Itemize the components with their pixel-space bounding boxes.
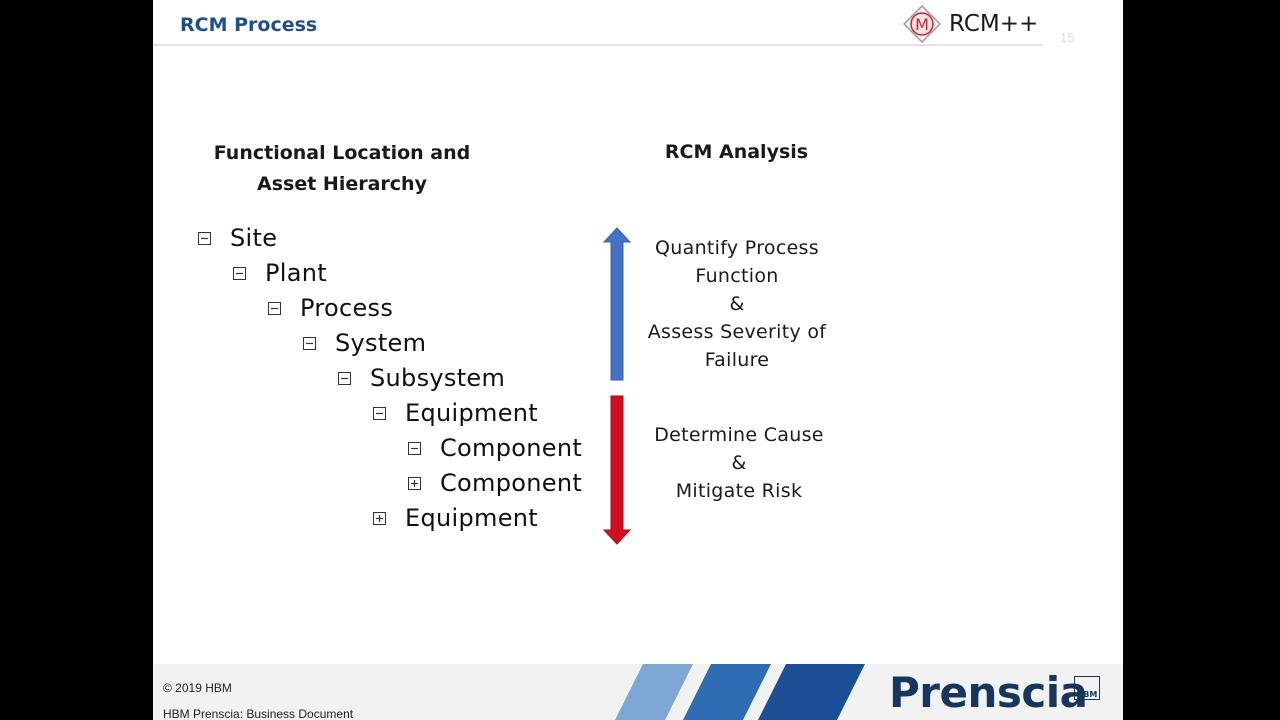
footer-document-label: HBM Prenscia: Business Document [163,707,354,720]
tree-node-process[interactable]: Process [268,291,393,325]
decorative-stripes [615,664,865,720]
up-arrow-icon [602,227,632,381]
analysis-heading: RCM Analysis [664,141,809,163]
tree-node-label: Equipment [405,399,538,427]
product-name: RCM++ [949,11,1039,37]
down-arrow-icon [602,395,632,545]
hierarchy-heading-line2: Asset Hierarchy [257,173,427,195]
collapse-toggle-icon[interactable] [373,406,386,420]
tree-node-label: Subsystem [370,364,506,392]
analysis-top-line1: Quantify Process [655,237,819,259]
analysis-top-text: Quantify Process Function & Assess Sever… [637,234,837,374]
logo-mark-letter: M [915,15,929,34]
tree-node-component-collapsed[interactable]: Component [408,466,582,500]
collapse-toggle-icon[interactable] [198,231,211,245]
tree-node-label: Process [300,294,394,322]
analysis-bottom-line2: & [731,452,747,474]
tree-node-label: Component [440,434,583,462]
rcm-logo: M RCM++ [903,5,1039,43]
collapse-toggle-icon[interactable] [408,441,421,455]
hierarchy-heading: Functional Location and Asset Hierarchy [183,138,501,200]
collapse-toggle-icon[interactable] [268,301,281,315]
analysis-bottom-line1: Determine Cause [654,424,824,446]
collapse-toggle-icon[interactable] [233,266,246,280]
page-number: 15 [1060,30,1075,45]
analysis-bottom-text: Determine Cause & Mitigate Risk [637,421,841,505]
title-divider [153,44,1043,46]
rcm-logo-icon: M [903,5,941,43]
tree-node-label: Plant [265,259,327,287]
tree-node-system[interactable]: System [303,326,426,360]
slide-footer: © 2019 HBM HBM Prenscia: Business Docume… [153,664,1123,720]
analysis-top-line3: & [729,293,745,315]
slide: RCM Process M RCM++ 15 Functional Locati… [153,0,1123,720]
tree-node-component[interactable]: Component [408,431,582,465]
analysis-top-line2: Function [695,265,779,287]
collapse-toggle-icon[interactable] [303,336,316,350]
analysis-top-line5: Failure [704,349,770,371]
analysis-top-line4: Assess Severity of [647,321,827,343]
expand-toggle-icon[interactable] [408,476,421,490]
tree-node-site[interactable]: Site [198,221,277,255]
footer-copyright: © 2019 HBM [163,681,232,695]
slide-title: RCM Process [180,14,318,36]
tree-node-label: Component [440,469,583,497]
expand-toggle-icon[interactable] [373,511,386,525]
tree-node-equipment-collapsed[interactable]: Equipment [373,501,538,535]
hierarchy-heading-line1: Functional Location and [213,142,471,164]
tree-node-label: Equipment [405,504,538,532]
tree-node-label: System [335,329,427,357]
hbm-badge-icon: HBM [1074,676,1100,700]
tree-node-label: Site [230,224,278,252]
tree-node-plant[interactable]: Plant [233,256,327,290]
tree-node-subsystem[interactable]: Subsystem [338,361,505,395]
tree-node-equipment[interactable]: Equipment [373,396,538,430]
prenscia-logo: Prenscia [889,668,1088,717]
collapse-toggle-icon[interactable] [338,371,351,385]
analysis-bottom-line3: Mitigate Risk [675,480,803,502]
